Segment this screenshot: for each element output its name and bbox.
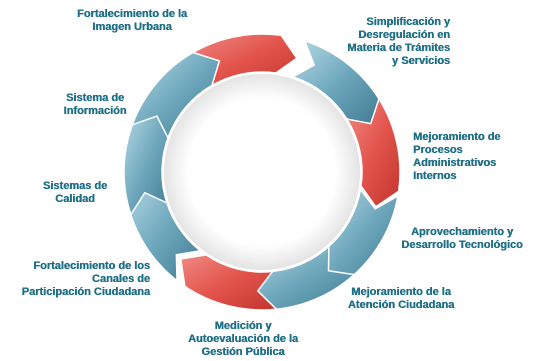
label-line: Fortalecimiento de los [33, 260, 150, 272]
cycle-segment-blue [131, 51, 221, 140]
label-medicion: Medición y Autoevaluación de la Gestión … [178, 320, 308, 359]
label-line: Autoevaluación de la [187, 333, 299, 345]
label-line: Aprovechamiento y [410, 226, 514, 238]
label-simplificacion: Simplificación y Desregulación en Materi… [300, 16, 450, 68]
label-line: Canales de [91, 273, 150, 285]
label-line: Participación Ciudadana [21, 286, 150, 298]
label-line: Simplificación y [366, 16, 450, 28]
cycle-center [164, 74, 360, 270]
cycle-segment-red [179, 254, 279, 311]
label-line: Fortalecimiento de la [76, 8, 188, 20]
label-procesos: Mejoramiento de Procesos Administrativos… [413, 131, 528, 183]
label-line: Medición y [214, 320, 272, 332]
label-calidad: Sistemas de Calidad [30, 180, 120, 206]
label-participacion: Fortalecimiento de los Canales de Partic… [2, 260, 150, 299]
label-atencion: Mejoramiento de la Atención Ciudadana [336, 286, 466, 312]
label-line: Sistema de [65, 92, 125, 104]
cycle-segment-red [345, 97, 401, 208]
label-tecnologico: Aprovechamiento y Desarrollo Tecnológico [392, 226, 532, 252]
label-line: Administrativos [413, 157, 497, 169]
label-line: Sistemas de [42, 180, 108, 192]
label-line: Mejoramiento de [413, 131, 501, 143]
label-line: Atención Ciudadana [347, 299, 455, 311]
label-line: Internos [413, 170, 457, 182]
label-informacion: Sistema de Información [50, 92, 140, 118]
label-line: Calidad [55, 193, 95, 205]
label-line: y Servicios [391, 55, 450, 67]
label-line: Información [63, 105, 127, 117]
label-line: Gestión Pública [201, 346, 285, 358]
label-line: Materia de Trámites [347, 42, 450, 54]
label-imagen-urbana: Fortalecimiento de la Imagen Urbana [72, 8, 192, 34]
label-line: Desarrollo Tecnológico [401, 239, 523, 251]
label-line: Desregulación en [358, 29, 450, 41]
label-line: Mejoramiento de la [351, 286, 451, 298]
label-line: Procesos [413, 144, 463, 156]
label-line: Imagen Urbana [92, 21, 172, 33]
